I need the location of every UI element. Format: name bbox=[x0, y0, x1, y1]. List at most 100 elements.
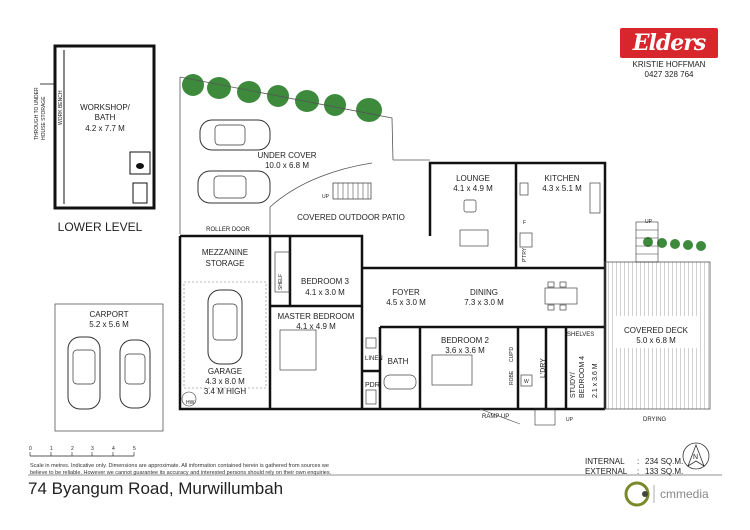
washer-label: W bbox=[524, 379, 529, 385]
tree-icon bbox=[295, 90, 319, 112]
internal-area-value: 234 SQ.M. bbox=[645, 457, 684, 466]
elders-logo-text: Elders bbox=[632, 30, 706, 56]
hot-water-icon bbox=[181, 391, 197, 407]
linen-cupboard-icon bbox=[365, 337, 377, 349]
stairs-up-label: UP bbox=[322, 194, 330, 200]
external-area-value: 133 SQ.M. bbox=[645, 467, 684, 476]
dining-dims: 7.3 x 3.0 M bbox=[464, 298, 504, 307]
tree-icon bbox=[182, 74, 204, 96]
bedroom2-dims: 3.6 x 3.6 M bbox=[445, 346, 485, 355]
study-steps-icon bbox=[534, 408, 556, 426]
master-dims: 4.1 x 4.9 M bbox=[296, 322, 336, 331]
compass-north-label: N bbox=[693, 454, 698, 461]
foyer-label: FOYER bbox=[392, 288, 420, 297]
robe-label: ROBE bbox=[509, 370, 515, 385]
mezzanine-label: MEZZANINE bbox=[202, 248, 248, 257]
sink-icon bbox=[589, 182, 601, 214]
under-cover-label: UNDER COVER bbox=[257, 151, 316, 160]
patio-label: COVERED OUTDOOR PATIO bbox=[297, 213, 405, 222]
stove-icon bbox=[519, 182, 529, 196]
tree-icon bbox=[696, 241, 706, 251]
bedroom3-dims: 4.1 x 3.0 M bbox=[305, 288, 345, 297]
workshop-label: WORKSHOP/ bbox=[80, 103, 131, 112]
tree-icon bbox=[237, 81, 261, 103]
foyer-dims: 4.5 x 3.0 M bbox=[386, 298, 426, 307]
toilet-icon bbox=[365, 389, 377, 405]
stairs-icon bbox=[332, 182, 372, 200]
tree-icon bbox=[324, 94, 346, 116]
work-bench-label: WORK BENCH bbox=[58, 90, 64, 125]
ramp-up-label: RAMP UP bbox=[482, 414, 509, 420]
scale-tick-label: 5 bbox=[133, 446, 136, 452]
under-storage-label-1: THROUGH TO UNDER bbox=[34, 87, 40, 140]
workshop-dims: 4.2 x 7.7 M bbox=[85, 124, 125, 133]
internal-area-row: INTERNAL:234 SQ.M. bbox=[585, 457, 684, 466]
study-up-label: UP bbox=[566, 417, 574, 423]
shelf-icon bbox=[274, 251, 290, 293]
deck-label-bg bbox=[615, 316, 700, 348]
tree-icon bbox=[207, 77, 231, 99]
master-label: MASTER BEDROOM bbox=[278, 312, 355, 321]
garage-car-icon bbox=[207, 289, 243, 365]
hot-water-label: HW bbox=[186, 400, 195, 406]
cmmedia-credit: cmmedia bbox=[660, 487, 709, 501]
lounge-label: LOUNGE bbox=[456, 174, 490, 183]
car-icon bbox=[119, 339, 151, 409]
external-area-label: EXTERNAL bbox=[585, 467, 628, 476]
compass-icon: N bbox=[682, 442, 710, 470]
deck-stairs-icon bbox=[635, 221, 659, 263]
under-cover-dims: 10.0 x 6.8 M bbox=[265, 161, 309, 170]
drying-label: DRYING bbox=[643, 417, 667, 423]
scale-tick-label: 4 bbox=[112, 446, 115, 452]
cmmedia-logo-icon bbox=[624, 481, 655, 507]
under-cover-area: UP UNDER COVER 10.0 x 6.8 M COVERED OUTD… bbox=[179, 76, 430, 234]
covered-deck-label: COVERED DECK bbox=[624, 326, 689, 335]
coffee-table-icon bbox=[463, 199, 477, 213]
fixture-labels: SHELF LINEN BATH PDR CUP'D ROBE L'DRY SH… bbox=[278, 220, 667, 423]
area-summary: INTERNAL:234 SQ.M. EXTERNAL:133 SQ.M. bbox=[585, 457, 683, 477]
washer-icon bbox=[520, 374, 533, 387]
lower-level-plan: WORKSHOP/ BATH 4.2 x 7.7 M WORK BENCH TH… bbox=[34, 44, 156, 234]
study-dims: 2.1 x 3.6 M bbox=[592, 363, 599, 398]
carport-label: CARPORT bbox=[90, 310, 129, 319]
tree-icon bbox=[670, 239, 680, 249]
tree-icon bbox=[657, 238, 667, 248]
room-labels: LOUNGE 4.1 x 4.9 M KITCHEN 4.3 x 5.1 M M… bbox=[202, 174, 689, 398]
ramp-line bbox=[479, 408, 521, 425]
tree-icon bbox=[356, 98, 382, 122]
deck-up-label: UP bbox=[645, 219, 653, 225]
dining-label: DINING bbox=[470, 288, 498, 297]
pdr-label: PDR bbox=[365, 382, 380, 389]
elders-logo: Elders bbox=[620, 28, 718, 58]
workshop-label-2: BATH bbox=[95, 113, 116, 122]
bedroom2-bed-icon bbox=[431, 354, 473, 386]
pantry-label: P'TRY bbox=[522, 247, 528, 262]
workshop-toilet bbox=[132, 182, 148, 204]
car-icon bbox=[197, 170, 271, 204]
workshop-walls bbox=[53, 44, 156, 210]
tree-icon bbox=[643, 237, 653, 247]
under-storage-label-2: HOUSE STORAGE bbox=[41, 96, 47, 140]
carport: CARPORT 5.2 x 5.6 M bbox=[54, 303, 164, 432]
fridge-icon bbox=[519, 232, 533, 248]
furniture bbox=[274, 182, 601, 405]
scale-tick-label: 0 bbox=[29, 446, 32, 452]
kitchen-label: KITCHEN bbox=[544, 174, 579, 183]
property-address: 74 Byangum Road, Murwillumbah bbox=[28, 479, 284, 498]
study-label-2: BEDROOM 4 bbox=[579, 356, 586, 398]
mezzanine-outline bbox=[183, 281, 267, 389]
shelf-label: SHELF bbox=[278, 274, 284, 290]
car-icon bbox=[67, 336, 101, 410]
workshop-shower bbox=[129, 151, 151, 175]
dining-table-icon bbox=[544, 287, 578, 305]
kitchen-dims: 4.3 x 5.1 M bbox=[542, 184, 582, 193]
tree-icon bbox=[683, 240, 693, 250]
agent-contact: KRISTIE HOFFMAN 0427 328 764 bbox=[614, 60, 724, 80]
bedroom3-label: BEDROOM 3 bbox=[301, 277, 350, 286]
garage-height: 3.4 M HIGH bbox=[204, 387, 246, 396]
garage-label: GARAGE bbox=[208, 367, 242, 376]
cupboard-label: CUP'D bbox=[509, 346, 515, 362]
mezzanine-label-2: STORAGE bbox=[206, 259, 245, 268]
lounge-dims: 4.1 x 4.9 M bbox=[453, 184, 493, 193]
